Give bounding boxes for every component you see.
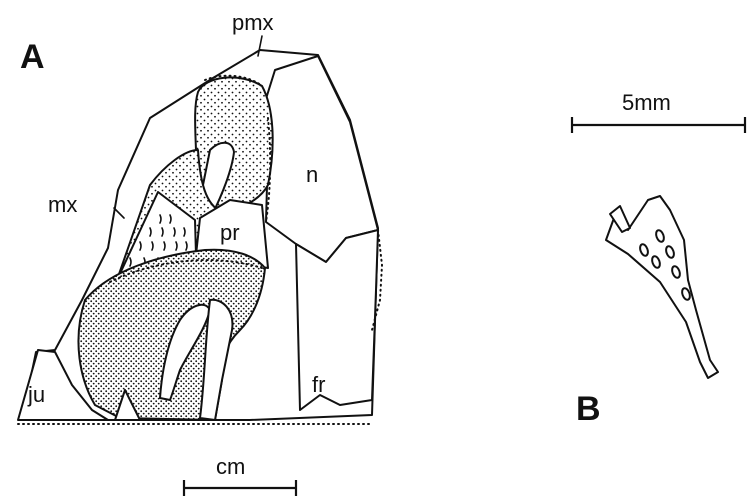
frontal-bone	[296, 230, 378, 410]
label-pr: pr	[220, 220, 240, 245]
panel-b-letter: B	[576, 390, 601, 428]
scale-bar-a: cm	[184, 454, 296, 496]
scale-bar-a-label: cm	[216, 454, 245, 479]
panel-a-letter: A	[20, 38, 45, 76]
label-fr: fr	[312, 372, 325, 397]
scale-bar-b-label: 5mm	[622, 90, 671, 115]
panel-b: 5mm B	[572, 90, 746, 428]
scale-bar-b: 5mm	[572, 90, 746, 133]
label-pmx: pmx	[232, 10, 274, 35]
label-n: n	[306, 162, 318, 187]
label-ju: ju	[27, 382, 45, 407]
label-mx: mx	[48, 192, 77, 217]
panel-a: A pmx mx n pr ju fr cm	[18, 10, 382, 496]
